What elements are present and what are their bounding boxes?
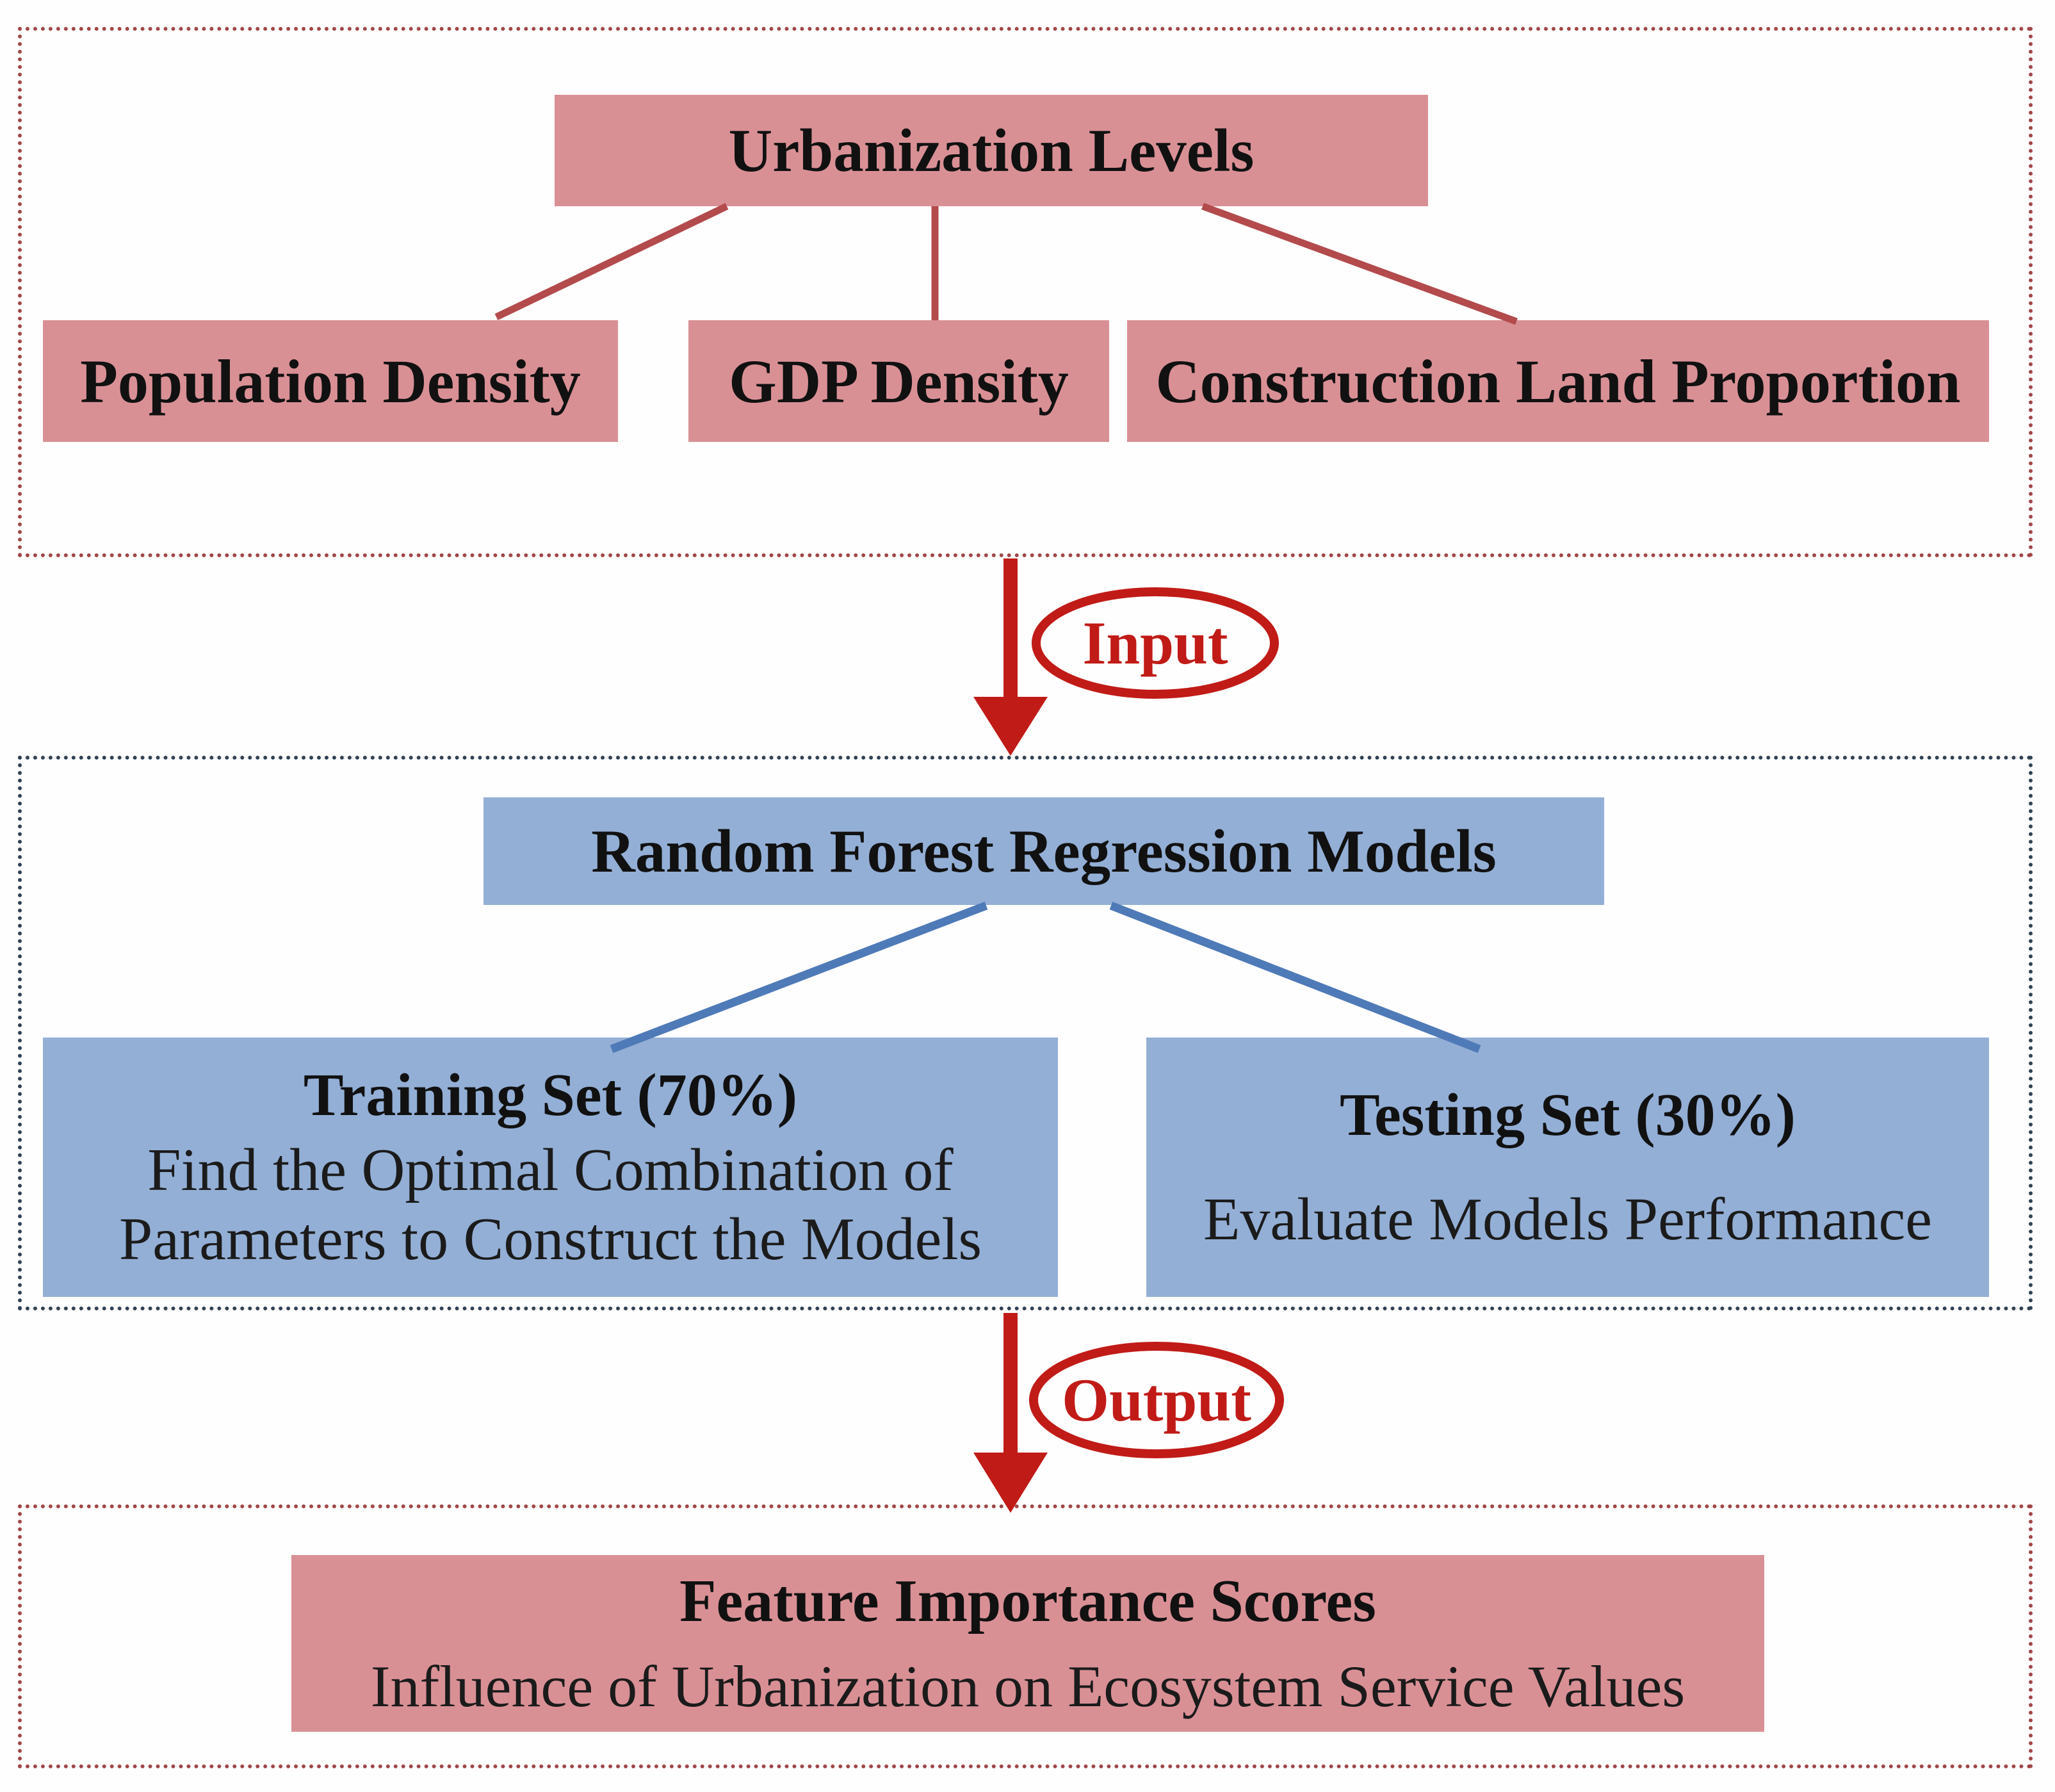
feature-importance-box: Feature Importance Scores Influence of U… (291, 1555, 1764, 1732)
testing-set-box: Testing Set (30%) Evaluate Models Perfor… (1146, 1038, 1989, 1297)
population-density-label: Population Density (80, 346, 581, 416)
urbanization-levels-label: Urbanization Levels (728, 117, 1255, 184)
feature-importance-heading: Feature Importance Scores (679, 1568, 1376, 1634)
random-forest-label: Random Forest Regression Models (591, 817, 1497, 885)
random-forest-box: Random Forest Regression Models (483, 797, 1604, 905)
testing-set-heading: Testing Set (30%) (1340, 1082, 1796, 1148)
output-arrow-head (973, 1453, 1048, 1513)
input-arrow-head (973, 697, 1048, 756)
training-set-heading: Training Set (70%) (303, 1062, 798, 1129)
testing-set-description: Evaluate Models Performance (1203, 1186, 1932, 1253)
urbanization-levels-box: Urbanization Levels (555, 95, 1428, 206)
feature-importance-description: Influence of Urbanization on Ecosystem S… (370, 1654, 1685, 1719)
construction-land-proportion-label: Construction Land Proportion (1155, 346, 1961, 416)
training-set-description: Find the Optimal Combination of Paramete… (119, 1136, 982, 1273)
construction-land-proportion-box: Construction Land Proportion (1127, 320, 1989, 442)
gdp-density-label: GDP Density (729, 346, 1069, 416)
urbanization-section-frame (18, 27, 2033, 557)
input-oval-label: Input (1082, 609, 1228, 677)
gdp-density-box: GDP Density (688, 320, 1109, 442)
population-density-box: Population Density (43, 320, 618, 442)
training-set-description-line1: Find the Optimal Combination of (147, 1137, 954, 1204)
model-section-frame (18, 756, 2033, 1310)
training-set-description-line2: Parameters to Construct the Models (118, 1205, 982, 1273)
output-oval-label: Output (1062, 1366, 1251, 1434)
training-set-box: Training Set (70%) Find the Optimal Comb… (43, 1038, 1058, 1297)
